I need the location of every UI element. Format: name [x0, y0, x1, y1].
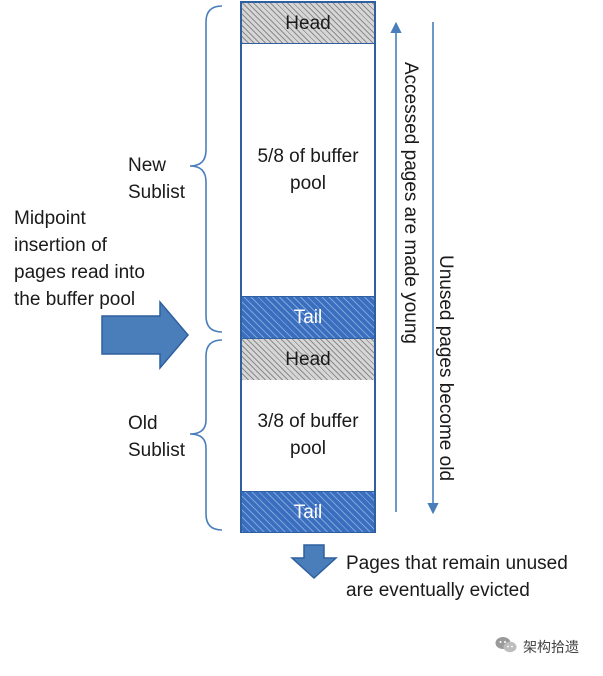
accessed-label: Accessed pages are made young [400, 61, 421, 344]
watermark-text: 架构拾遗 [523, 638, 579, 655]
watermark: 架构拾遗 [495, 636, 579, 657]
old-sublist-body: 3/8 of buffer pool [242, 380, 374, 490]
buffer-pool-column [240, 1, 376, 533]
new-sublist-tail: Tail [242, 296, 374, 338]
midpoint-insertion-label: Midpoint insertion of pages read into th… [14, 208, 145, 310]
unused-label: Unused pages become old [435, 254, 456, 482]
old-sublist-label: Old Sublist [128, 413, 186, 461]
new-sublist-body: 5/8 of buffer pool [242, 44, 374, 295]
evicted-arrow [290, 544, 338, 580]
wechat-icon [495, 636, 517, 657]
new-sublist-head: Head [242, 3, 374, 44]
old-sublist-head: Head [242, 338, 374, 381]
new-sublist-brace [189, 5, 223, 333]
old-sublist-tail: Tail [242, 491, 374, 532]
old-sublist-brace [189, 339, 223, 531]
evicted-label: Pages that remain unused are eventually … [346, 553, 568, 601]
midpoint-insertion-arrow [101, 299, 189, 371]
new-sublist-label: New Sublist [128, 155, 186, 203]
